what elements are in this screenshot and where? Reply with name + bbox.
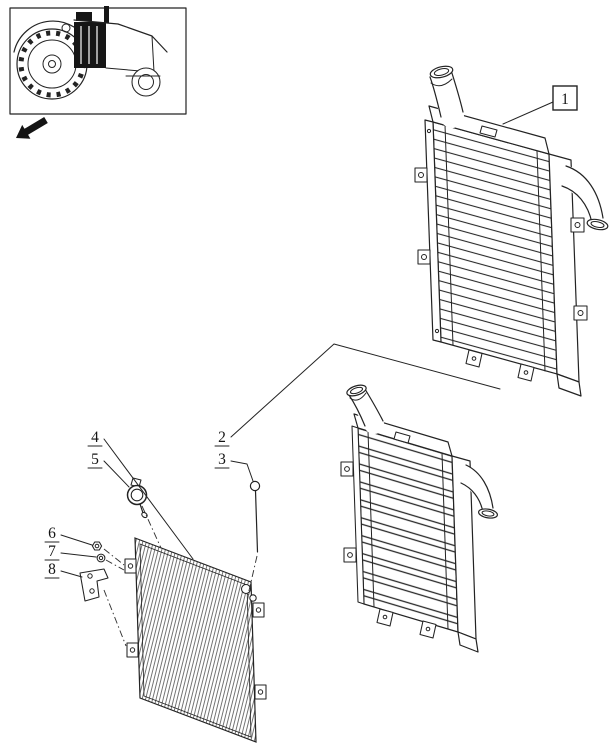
top-tank-slot	[393, 431, 411, 444]
callout-3-leader	[230, 460, 254, 482]
left-frame	[424, 119, 442, 343]
core-ladder	[357, 427, 459, 633]
callout-5-leader	[103, 460, 130, 488]
callout-8: 8	[48, 561, 56, 578]
bottom-feet	[376, 608, 437, 639]
callout-6: 6	[48, 525, 56, 542]
alignment-centerlines	[103, 505, 258, 647]
core-seam-right	[441, 452, 449, 630]
stud-screw-item3	[249, 480, 261, 553]
top-hose	[346, 383, 384, 434]
panel-inner-frame	[139, 543, 252, 738]
core-seam-right	[536, 150, 546, 372]
callout-7: 7	[48, 543, 56, 560]
side-hose	[455, 464, 498, 519]
core-fins	[432, 121, 558, 375]
tractor-sketch-icon	[13, 6, 168, 100]
top-tank-slot	[479, 125, 498, 138]
middle-cooler	[340, 383, 498, 653]
callout-4: 4	[91, 429, 99, 446]
callout-6-leader	[60, 534, 93, 546]
callout-7-leader	[60, 552, 97, 558]
bracket-item8	[79, 568, 109, 602]
pipe-fittings	[240, 583, 257, 602]
panel-fins	[134, 537, 257, 743]
direction-arrow-icon	[16, 117, 48, 139]
side-hose	[553, 165, 609, 232]
callout-5: 5	[91, 451, 99, 468]
left-frame	[351, 425, 365, 605]
callout-2-leader	[230, 343, 501, 438]
washer-item7	[96, 553, 106, 563]
callout-1-box	[552, 85, 578, 111]
core-seam-left	[367, 430, 375, 608]
engine-block	[74, 22, 106, 68]
nut-item6	[91, 541, 103, 551]
mounting-brackets	[414, 167, 588, 321]
right-tank-cap	[556, 373, 582, 397]
callouts: 2 3 4 5 6 7 8	[44, 429, 254, 579]
callout-8-leader	[60, 570, 83, 578]
callout-1: 1	[561, 91, 569, 108]
bottom-feet	[465, 349, 535, 382]
top-hose	[428, 63, 464, 128]
condenser	[124, 537, 267, 743]
upper-intercooler: 1	[414, 63, 609, 397]
callout-3: 3	[218, 451, 226, 468]
right-tank-cap	[457, 631, 479, 653]
callout-4-leader	[103, 438, 194, 560]
mounting-tabs	[124, 558, 267, 700]
callout-2: 2	[218, 429, 226, 446]
mounting-brackets	[340, 461, 357, 563]
callout-1-leader	[502, 101, 554, 125]
location-inset	[9, 6, 187, 139]
core-seam-left	[444, 124, 454, 346]
